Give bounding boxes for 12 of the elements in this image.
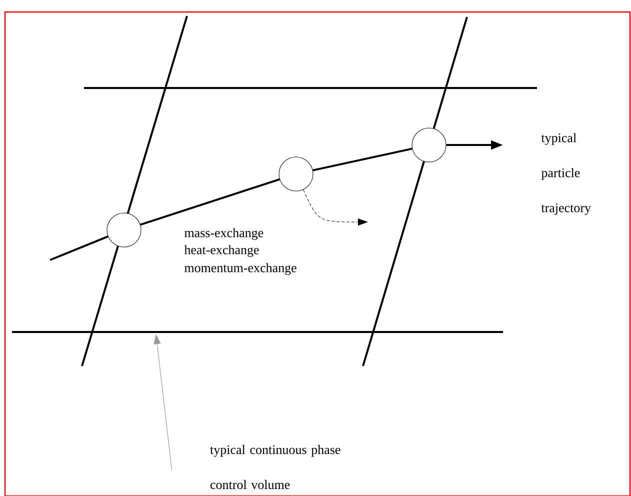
trajectory-line: [312, 148, 412, 172]
trajectory-line: [140, 178, 280, 226]
exchange-label: mass-exchange: [184, 228, 264, 240]
exchange-label: heat-exchange: [184, 245, 259, 257]
note-text: typical continuous phase control volume: [210, 444, 340, 490]
trajectory-label: typical particle trajectory: [541, 133, 591, 215]
exchange-label: momentum-exchange: [184, 263, 296, 275]
particle-circle: [412, 128, 446, 162]
particle-circle: [106, 212, 142, 248]
exchange-arrow: [303, 189, 368, 226]
particle-circle: [278, 156, 314, 192]
trajectory-line: [50, 236, 108, 261]
